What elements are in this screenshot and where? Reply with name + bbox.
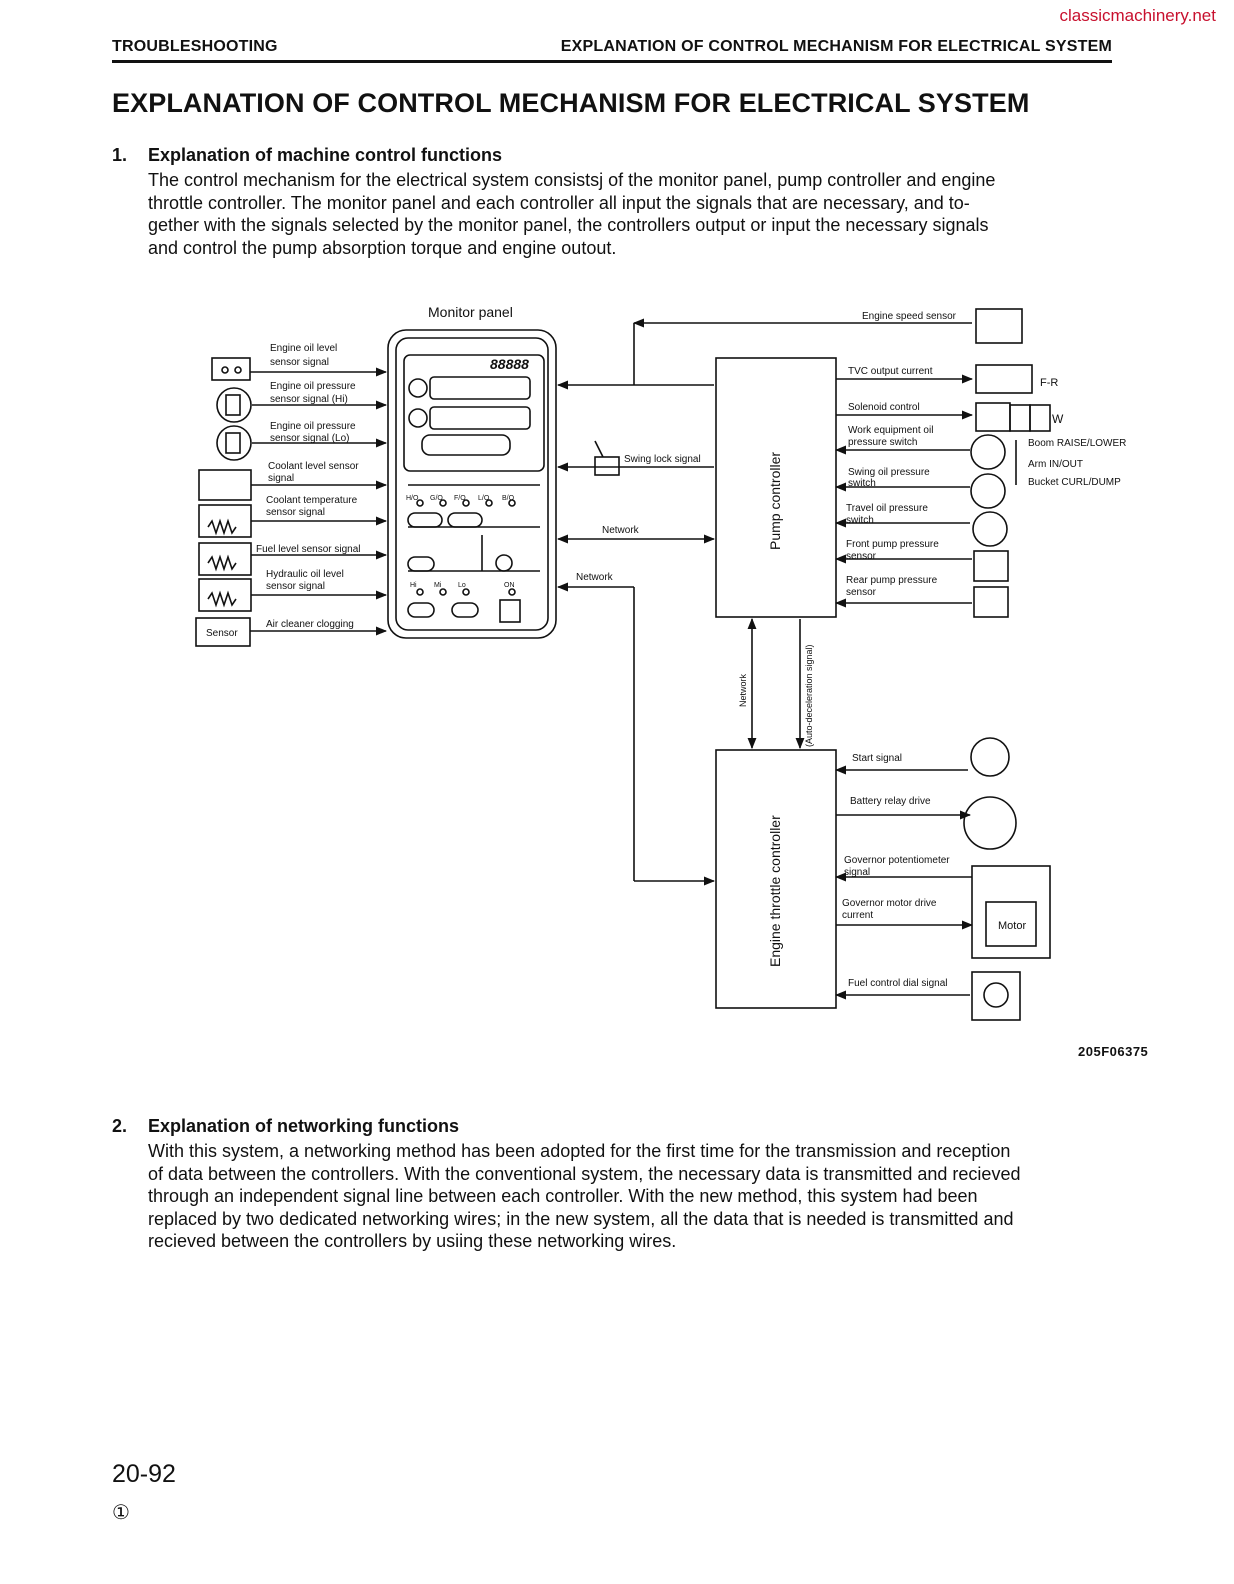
panel-label: F/O — [454, 495, 466, 502]
engine-signal-label: current — [842, 910, 873, 921]
monitor-panel — [387, 329, 557, 639]
work-item-label: Arm IN/OUT — [1028, 459, 1083, 470]
work-item-label: Boom RAISE/LOWER — [1028, 438, 1126, 449]
header-rule — [112, 60, 1112, 63]
left-signal-label: Hydraulic oil level — [266, 569, 344, 580]
section1-line: and control the pump absorption torque a… — [148, 237, 617, 258]
panel-label: Hi — [410, 582, 417, 589]
section1-line: throttle controller. The monitor panel a… — [148, 192, 970, 213]
engine-signal-label: Battery relay drive — [850, 796, 931, 807]
watermark: classicmachinery.net — [1059, 6, 1216, 25]
work-item-label: Bucket CURL/DUMP — [1028, 477, 1121, 488]
pump-signal-label: TVC output current — [848, 366, 933, 377]
left-signal-label: Air cleaner clogging — [266, 619, 354, 630]
pump-signal-label: Travel oil pressure — [846, 503, 928, 514]
monitor-panel-label: Monitor panel — [428, 304, 513, 320]
panel-label: L/O — [478, 495, 490, 502]
engine-signal-label: Governor potentiometer — [844, 855, 950, 866]
engine-signal-lines — [834, 765, 974, 1000]
pump-signal-label: Swing oil pressure — [848, 467, 930, 478]
section2-line: With this system, a networking method ha… — [148, 1141, 1011, 1161]
section1-line: The control mechanism for the electrical… — [148, 170, 996, 190]
pump-signal-label: Engine speed sensor — [862, 311, 957, 322]
pump-signal-label: sensor — [846, 587, 877, 598]
left-signal-label: Coolant temperature — [266, 495, 358, 506]
engine-signal-label: Governor motor drive — [842, 898, 937, 909]
engine-controller-label: Engine throttle controller — [767, 815, 783, 967]
left-signal-label: sensor signal — [266, 581, 325, 592]
engine-signal-label: Fuel control dial signal — [848, 978, 948, 989]
section1-line: gether with the signals selected by the … — [148, 215, 989, 236]
engine-side-symbols — [963, 737, 1051, 1021]
network-label: Network — [602, 525, 640, 536]
left-signal-label: Engine oil level — [270, 343, 337, 354]
panel-label: Lo — [458, 582, 466, 589]
pump-controller-label: Pump controller — [767, 452, 783, 550]
left-signal-lines — [250, 367, 388, 636]
left-sensor-symbols — [195, 357, 252, 647]
display-digits: 88888 — [490, 356, 529, 372]
pump-signal-label: Front pump pressure — [846, 539, 939, 550]
sensor-box-label: Sensor — [206, 628, 238, 639]
swing-lock-switch — [594, 456, 620, 476]
pump-signal-label: Work equipment oil — [848, 425, 933, 436]
swing-lock-label: Swing lock signal — [624, 454, 701, 465]
header-chapter-title: EXPLANATION OF CONTROL MECHANISM FOR ELE… — [560, 38, 1112, 55]
left-signal-label: Coolant level sensor — [268, 461, 359, 472]
left-signal-label: sensor signal (Hi) — [270, 394, 348, 405]
engine-signal-label: Start signal — [852, 753, 902, 764]
section2-line: recieved between the controllers by usii… — [148, 1231, 677, 1252]
section1-heading: Explanation of machine control functions — [148, 145, 503, 165]
pump-signal-label: sensor — [846, 551, 877, 562]
pump-signal-label: switch — [846, 515, 874, 526]
left-signal-label: Engine oil pressure — [270, 421, 356, 432]
section2-line: replaced by two dedicated networking wir… — [148, 1208, 1014, 1229]
panel-label: ON — [504, 582, 515, 589]
section2-line: through an independent signal line betwe… — [148, 1186, 978, 1207]
revision-mark: ① — [112, 1502, 130, 1524]
header-section-label: TROUBLESHOOTING — [112, 38, 278, 55]
section1-body: The control mechanism for the electrical… — [148, 169, 1098, 259]
engine-signal-label: signal — [844, 867, 870, 878]
left-signal-label: sensor signal — [270, 357, 329, 368]
fr-label: F-R — [1040, 377, 1058, 389]
section2-line: of data between the controllers. With th… — [148, 1163, 1021, 1184]
pump-signal-lines — [834, 374, 974, 608]
network-label-2: Network — [576, 572, 614, 583]
pump-signal-label: Rear pump pressure — [846, 575, 938, 586]
motor-label: Motor — [998, 920, 1026, 932]
section1-number: 1. — [112, 145, 128, 165]
left-signal-label: sensor signal (Lo) — [270, 433, 349, 444]
page-number: 20-92 — [112, 1460, 176, 1488]
pump-signal-label: pressure switch — [848, 437, 917, 448]
panel-label: G/O — [430, 495, 443, 502]
left-signal-label: Fuel level sensor signal — [256, 544, 361, 555]
panel-label: H/O — [406, 495, 419, 502]
panel-label: B/O — [502, 495, 515, 502]
pump-side-symbols — [970, 308, 1051, 618]
page-title: EXPLANATION OF CONTROL MECHANISM FOR ELE… — [112, 88, 1030, 118]
pump-signal-label: Solenoid control — [848, 402, 920, 413]
network-vertical-label: Network — [738, 673, 748, 707]
section2-number: 2. — [112, 1116, 128, 1136]
section2-body: With this system, a networking method ha… — [148, 1140, 1098, 1253]
left-signal-label: Engine oil pressure — [270, 381, 356, 392]
pump-signal-label: switch — [848, 478, 876, 489]
section2-heading: Explanation of networking functions — [148, 1116, 460, 1136]
left-signal-label: sensor signal — [266, 507, 325, 518]
left-signal-label: signal — [268, 473, 294, 484]
w-label: W — [1052, 412, 1064, 426]
panel-label: Mi — [434, 582, 442, 589]
auto-decel-label: (Auto-deceleration signal) — [804, 644, 814, 747]
figure-code: 205F06375 — [1078, 1044, 1149, 1059]
control-system-diagram: Monitor panel 88888 Engine oil level sen… — [195, 304, 1126, 1021]
